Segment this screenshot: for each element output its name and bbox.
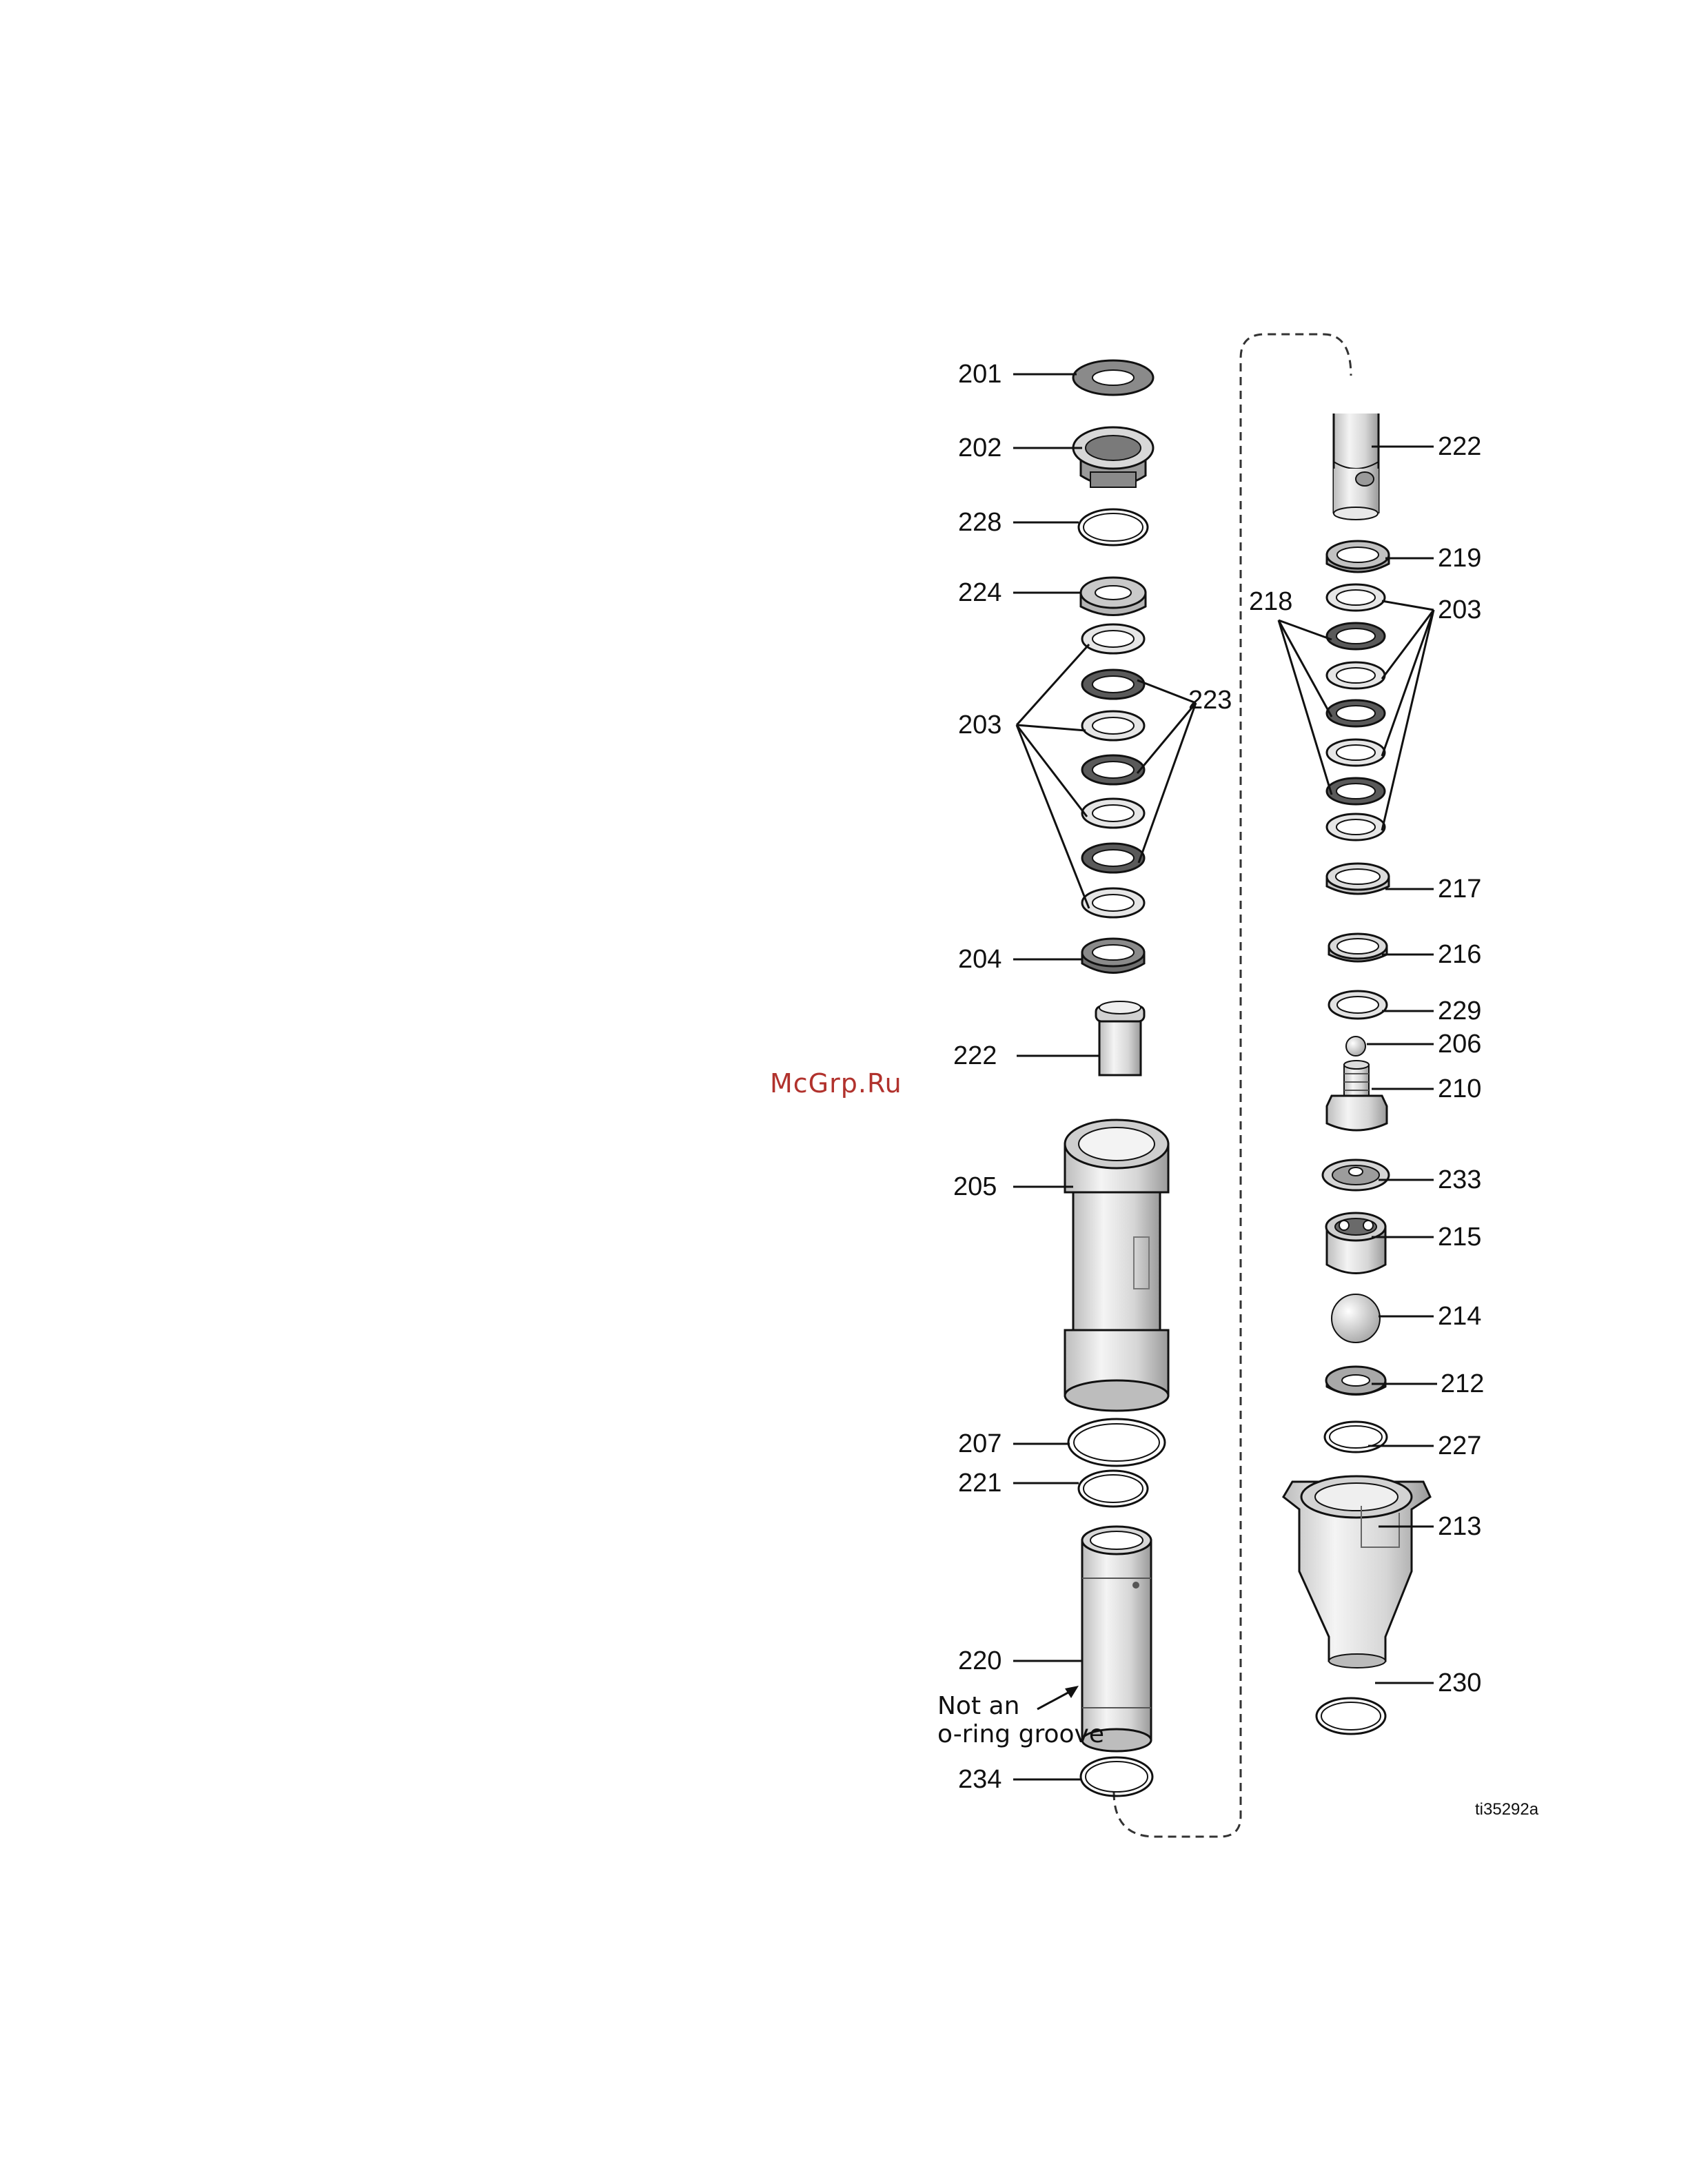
label-221: 221 [958,1469,1001,1498]
part-228-o-ring [1079,509,1148,545]
part-217-female-gland [1327,864,1389,894]
part-220-sleeve [1082,1527,1151,1751]
label-233: 233 [1438,1165,1481,1194]
note-arrow [1037,1686,1079,1709]
part-224-gland [1081,578,1146,615]
label-212: 212 [1441,1369,1484,1398]
label-203-left: 203 [958,711,1001,739]
part-213-foot-valve-housing [1283,1476,1430,1668]
part-206-ball [1346,1037,1365,1056]
label-202: 202 [958,433,1001,462]
part-233-cage [1323,1160,1389,1190]
label-218: 218 [1249,587,1292,616]
leaders-203-left [1017,644,1089,908]
part-212-seat [1326,1367,1385,1395]
part-219-male-gland [1327,541,1389,572]
leaders-203-right [1382,601,1434,830]
note-line-2: o-ring groove [937,1720,1104,1748]
label-215: 215 [1438,1223,1481,1252]
part-230-o-ring [1316,1698,1385,1734]
label-230: 230 [1438,1668,1481,1697]
label-223: 223 [1188,686,1232,715]
label-229: 229 [1438,997,1481,1025]
label-228: 228 [958,508,1001,537]
part-214-ball [1332,1294,1380,1343]
label-204: 204 [958,945,1001,974]
label-227: 227 [1438,1431,1481,1460]
part-204-female-adapter [1082,939,1144,973]
leaders-218 [1279,620,1332,795]
label-207: 207 [958,1429,1001,1458]
part-205-cylinder [1065,1120,1168,1411]
part-v-packing-stack-right [1327,584,1385,840]
label-219: 219 [1438,544,1481,573]
part-222-displacement-rod-left [1096,1001,1144,1075]
label-222-right: 222 [1438,432,1481,461]
part-227-o-ring [1325,1422,1387,1452]
leaders-223 [1137,680,1196,863]
part-229-o-ring [1329,991,1387,1019]
part-201-washer [1073,360,1153,395]
part-221-o-ring [1079,1471,1148,1507]
label-206: 206 [1438,1030,1481,1059]
part-216-retaining-ring [1329,934,1387,961]
part-215-guide [1326,1213,1385,1274]
label-222-left: 222 [953,1041,997,1070]
label-224: 224 [958,578,1001,607]
part-202-packing-nut [1073,427,1153,487]
label-210: 210 [1438,1074,1481,1103]
label-213: 213 [1438,1512,1481,1541]
part-210-piston [1327,1061,1387,1130]
watermark-text: McGrp.Ru [770,1068,902,1099]
label-203-right: 203 [1438,595,1481,624]
label-220: 220 [958,1646,1001,1675]
label-216: 216 [1438,940,1481,969]
label-205: 205 [953,1172,997,1201]
part-v-packing-stack-left [1082,624,1144,917]
label-217: 217 [1438,875,1481,904]
label-214: 214 [1438,1302,1481,1331]
note-line-1: Not an [937,1692,1019,1720]
label-234: 234 [958,1765,1001,1794]
part-207-o-ring [1068,1419,1165,1466]
label-201: 201 [958,360,1001,389]
figure-id: ti35292a [1475,1800,1539,1819]
part-222-displacement-rod-right [1334,414,1379,520]
part-234-o-ring [1081,1757,1152,1796]
